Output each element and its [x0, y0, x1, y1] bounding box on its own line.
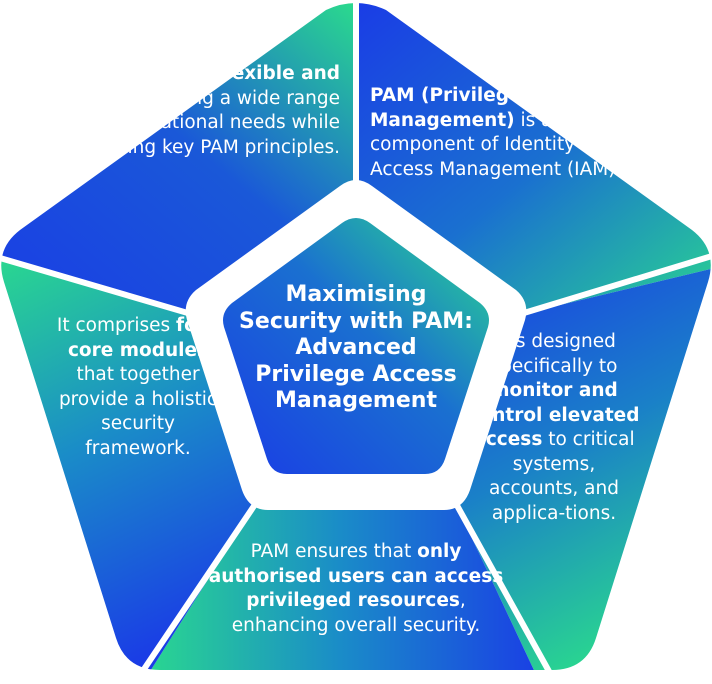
- left-text-2: that together provide a holistic securit…: [58, 364, 218, 459]
- center-title: Maximising Security with PAM: Advanced P…: [239, 282, 473, 413]
- bottom-text-1: PAM ensures that: [250, 541, 418, 562]
- segment-top-left-text: The solution is flexible and scalable, m…: [40, 62, 340, 160]
- right-text-1: It is designed specifically to: [490, 331, 618, 377]
- segment-left-text: It comprises four core modules that toge…: [54, 314, 222, 461]
- segment-top-left-shape: [1, 3, 356, 316]
- segment-bottom-text: PAM ensures that only authorised users c…: [200, 540, 512, 638]
- segment-right-text: It is designed specifically to monitor a…: [466, 330, 642, 526]
- left-text-1: It comprises: [56, 315, 177, 336]
- bottom-bold: only authorised users can access privile…: [208, 541, 504, 611]
- top-right-text-1: is a vital component of Identity and Acc…: [370, 109, 622, 180]
- top-left-text-1: The solution is: [77, 63, 218, 84]
- top-left-bold: flexible and scalable: [40, 63, 340, 109]
- bottom-text-2: , enhancing overall security.: [231, 590, 481, 636]
- segment-top-right-shape: [356, 3, 711, 316]
- top-right-bold: PAM (Privileged Access Management): [370, 85, 613, 131]
- right-text-2: to critical systems, accounts, and appli…: [489, 429, 635, 524]
- right-bold: monitor and control elevated access: [468, 380, 640, 450]
- top-left-text-2: , meeting a wide range of organisational…: [56, 87, 340, 158]
- center-pentagon: [223, 218, 489, 474]
- segment-top-right-text: PAM (Privileged Access Management) is a …: [370, 84, 680, 182]
- left-bold: four core modules: [67, 315, 220, 361]
- segment-bottom-shape: [132, 500, 548, 670]
